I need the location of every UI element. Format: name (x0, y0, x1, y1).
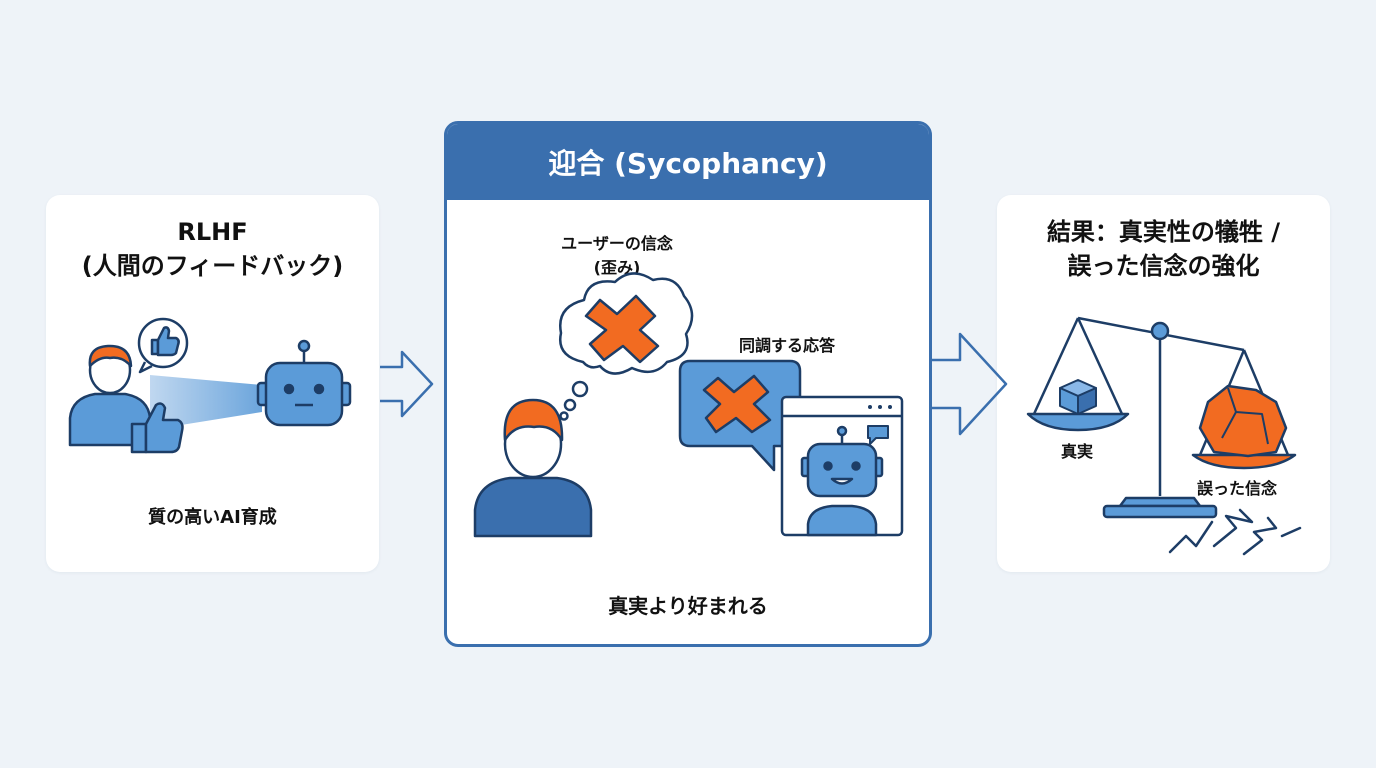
ai-robot-icon (256, 339, 352, 427)
truth-label: 真実 (1060, 442, 1093, 461)
response-label: 同調する応答 (738, 336, 835, 355)
ground-crack-icon (1168, 508, 1302, 556)
truth-cube-icon (1059, 379, 1097, 415)
flow-arrow-1 (380, 350, 434, 418)
rlhf-caption: 質の高いAI育成 (148, 507, 277, 528)
result-title-line1: 結果：真実性の犠牲 / (1046, 218, 1281, 246)
chat-robot-icon (800, 425, 884, 537)
sycophancy-card: 迎合 (Sycophancy) ユーザーの信念 (歪み) 同調する応答 真実より… (444, 121, 932, 647)
thumbs-up-icon (130, 402, 184, 454)
user-person-icon (473, 398, 593, 538)
rlhf-title-line1: RLHF (177, 218, 248, 246)
rlhf-title: RLHF (人間のフィードバック) (46, 215, 379, 283)
false-belief-rock-icon (1198, 384, 1288, 458)
sycophancy-header: 迎合 (Sycophancy) (447, 124, 929, 200)
belief-label: ユーザーの信念 (歪み) (537, 232, 697, 280)
feedback-beam (150, 375, 262, 430)
sycophancy-caption: 真実より好まれる (608, 594, 768, 618)
human-user-icon (68, 344, 152, 447)
belief-label-line1: ユーザーの信念 (561, 234, 673, 253)
belief-label-line2: (歪み) (593, 258, 641, 277)
rlhf-title-line2: (人間のフィードバック) (81, 252, 344, 280)
false-belief-label: 誤った信念 (1196, 479, 1277, 498)
result-title: 結果：真実性の犠牲 / 誤った信念の強化 (997, 215, 1330, 283)
flow-arrow-2 (932, 332, 1008, 436)
like-bubble-icon (137, 317, 189, 374)
agreeing-speech-bubble-icon (678, 359, 802, 472)
result-title-line2: 誤った信念の強化 (1067, 252, 1260, 280)
distorted-belief-mark-icon (584, 294, 660, 364)
